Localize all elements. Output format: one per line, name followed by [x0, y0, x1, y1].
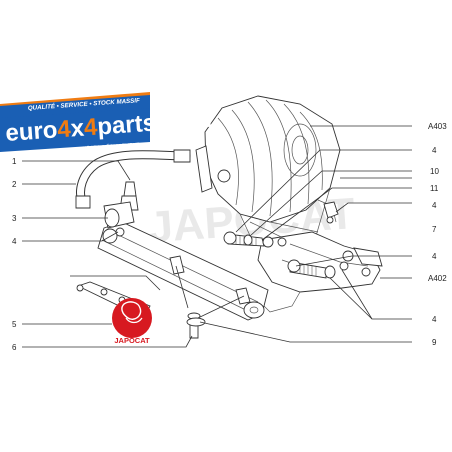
- brand-4b: 4: [83, 114, 99, 142]
- japocat-logo: JAPOCAT: [112, 298, 152, 345]
- leader-lines-left: [22, 160, 193, 348]
- callout-4-lower: 4: [432, 252, 437, 261]
- fuel-rail-drawing: [97, 221, 269, 321]
- brand-4a: 4: [56, 115, 72, 143]
- callout-6: 6: [12, 343, 17, 352]
- fuel-hose-drawing: [75, 149, 191, 209]
- callout-5: 5: [12, 320, 17, 329]
- callout-a403: A403: [428, 122, 447, 131]
- callout-4: 4: [12, 237, 17, 246]
- callout-9: 9: [432, 338, 437, 347]
- callouts-left: 1 2 3 4 5 6: [12, 157, 17, 352]
- callouts-right: A403 4 10 11 4 7 4 A402 4 9: [428, 122, 447, 347]
- bolt-drawing: [186, 312, 206, 339]
- injector-upper-drawing: [223, 231, 287, 248]
- callout-2: 2: [12, 180, 17, 189]
- leader-lines-right: [175, 125, 412, 343]
- brand-prefix: euro: [5, 116, 59, 147]
- callout-4-upper: 4: [432, 146, 437, 155]
- callout-7: 7: [432, 225, 437, 234]
- callout-4-mid: 4: [432, 201, 437, 210]
- banner-subtitle: PIÈCES & ÉQUIPEMENT: [82, 141, 140, 152]
- callout-4-bottom: 4: [432, 315, 437, 324]
- callout-a402: A402: [428, 274, 447, 283]
- brand-x: x: [70, 115, 86, 143]
- bracket-drawing: [323, 201, 339, 224]
- japocat-logo-text: JAPOCAT: [114, 336, 150, 345]
- callout-11: 11: [430, 184, 439, 193]
- injector-lower-drawing: [287, 259, 349, 279]
- callout-10: 10: [430, 167, 439, 176]
- regulator-drawing: [103, 181, 139, 229]
- callout-1: 1: [12, 157, 17, 166]
- callout-3: 3: [12, 214, 17, 223]
- banner-brand: euro4x4parts.com: [5, 106, 213, 147]
- brand-banner: QUALITÉ • SERVICE • STOCK MASSIF euro4x4…: [0, 92, 213, 152]
